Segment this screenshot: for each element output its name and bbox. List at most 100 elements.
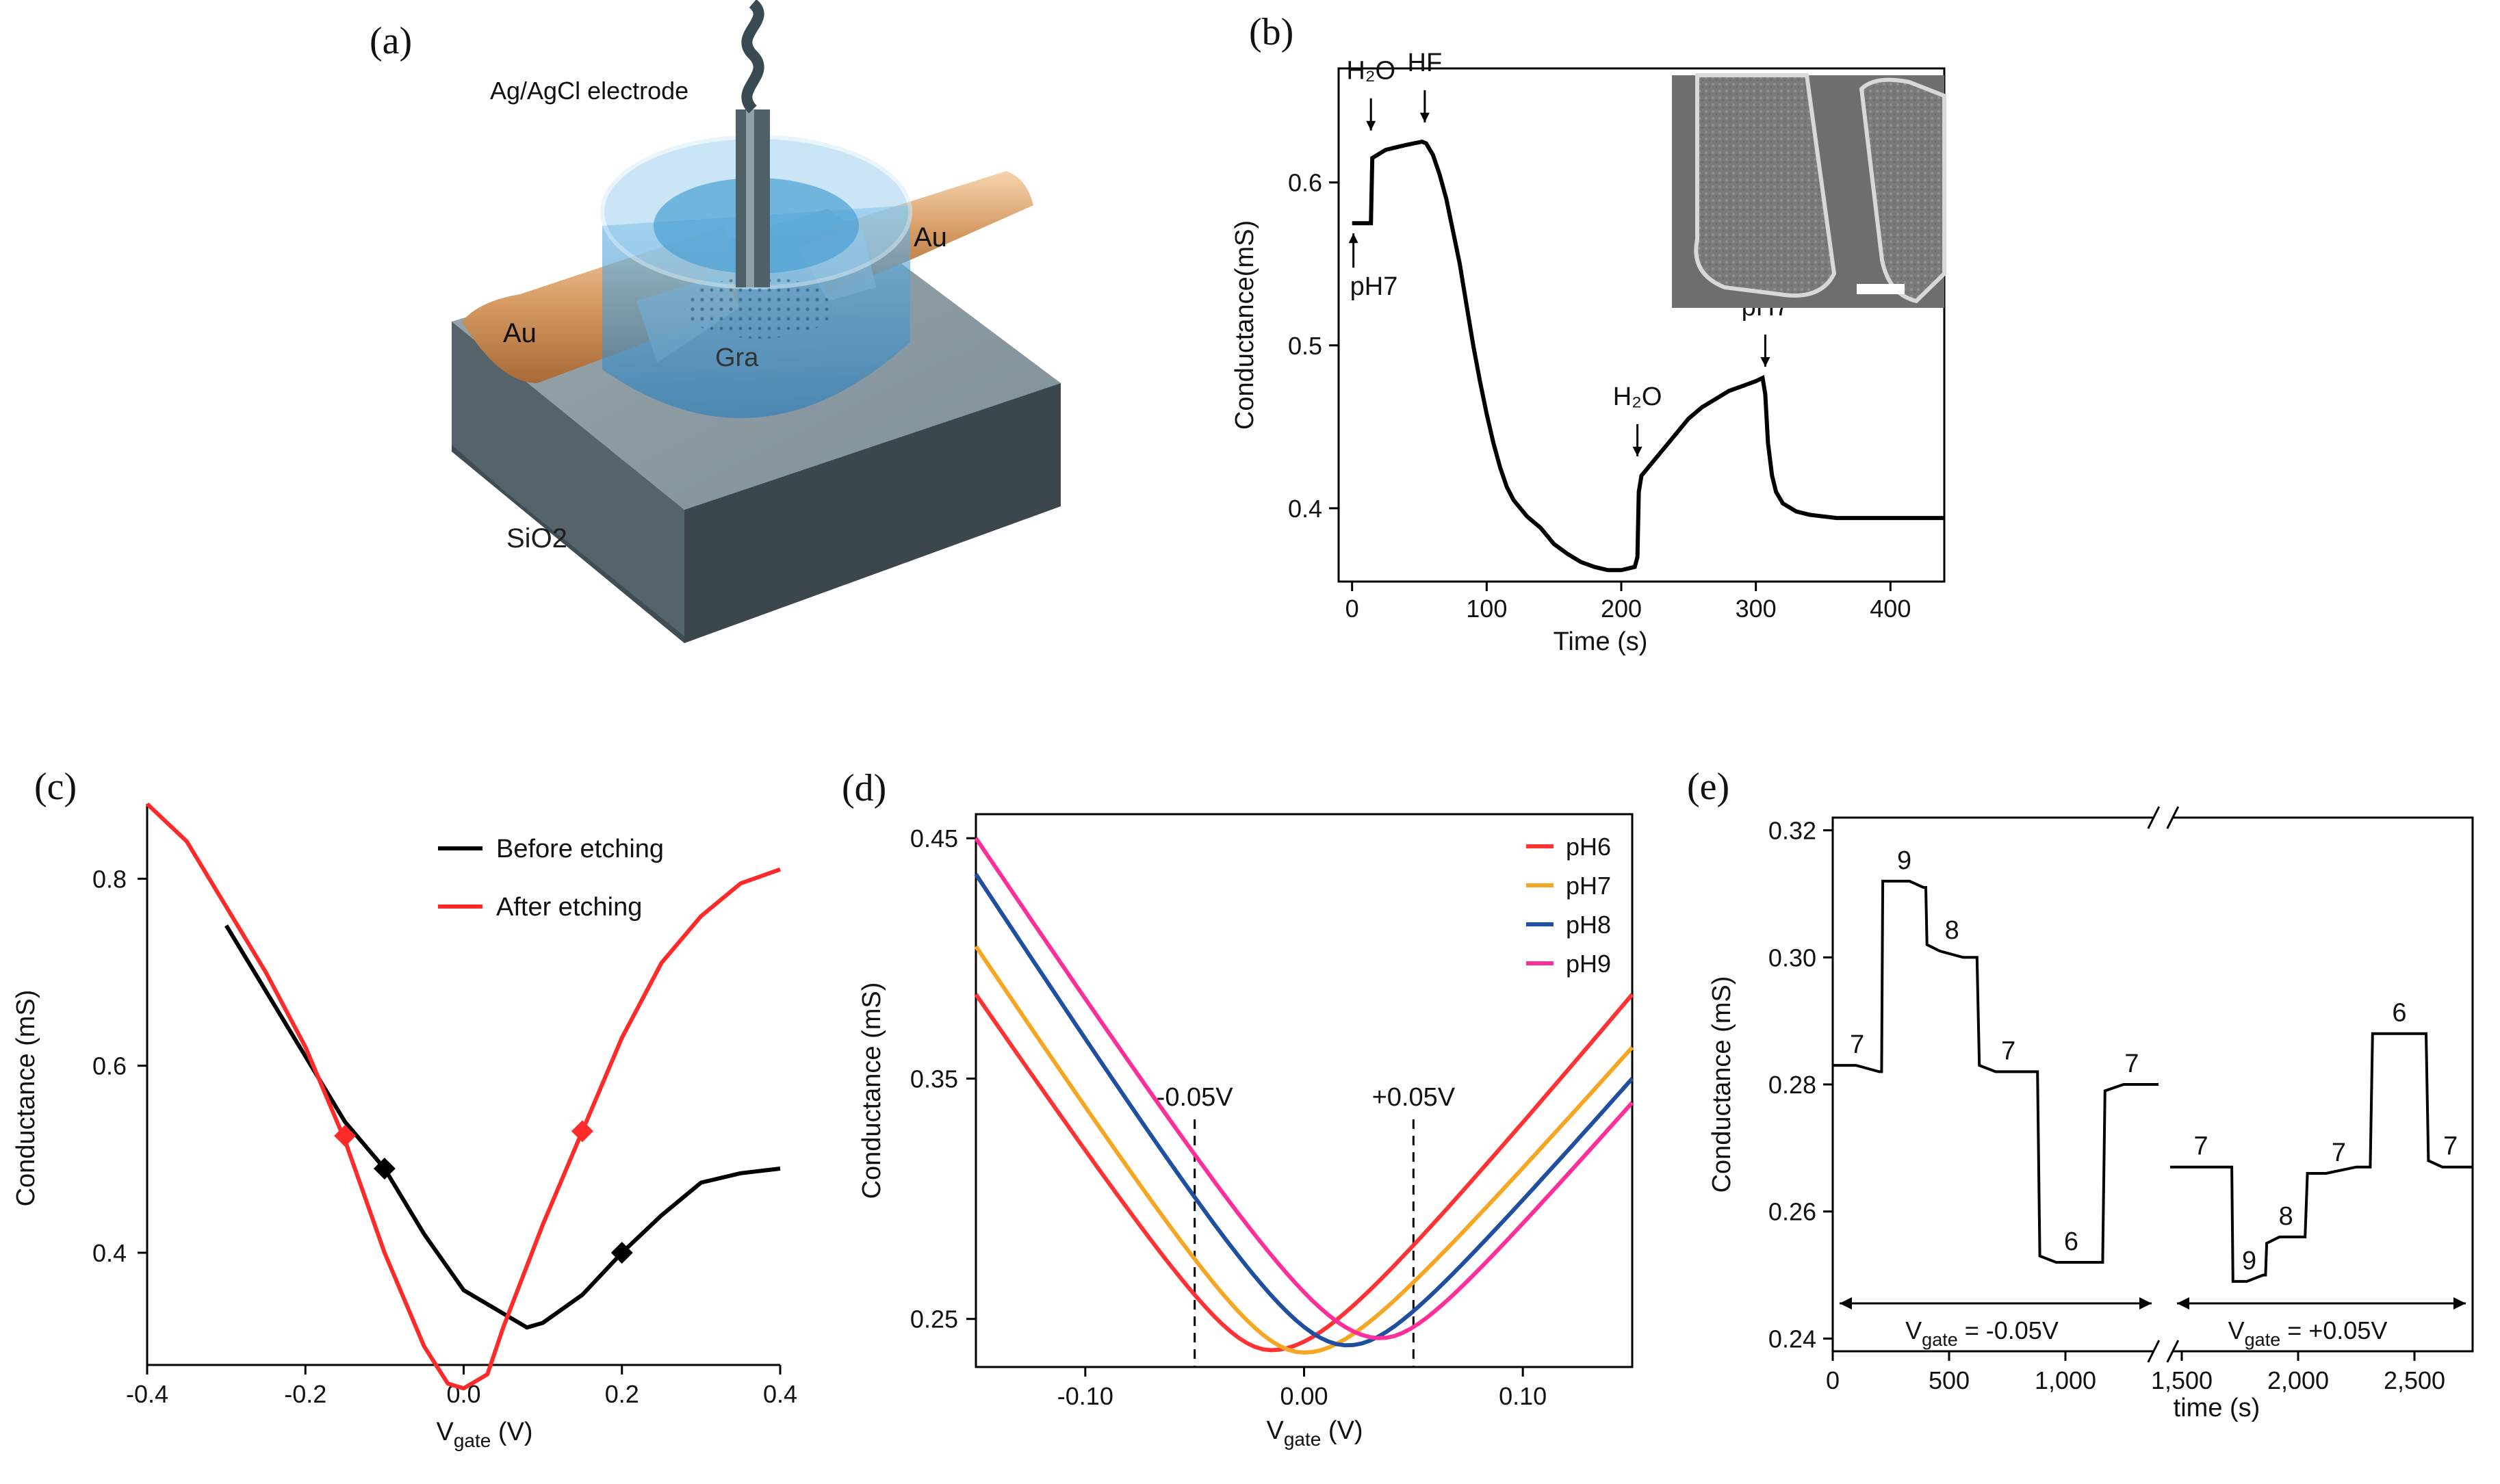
panel-a-label: (a) (370, 20, 412, 62)
panel-c-label: (c) (34, 766, 77, 808)
panel-b-label: (b) (1249, 11, 1293, 53)
y-tick-label: 0.24 (1768, 1325, 1816, 1353)
axis-break-mark (2147, 806, 2161, 829)
ph-step-label: 9 (2242, 1247, 2256, 1275)
panel-b-frame (1337, 67, 1946, 583)
annotation-arrowhead (1760, 356, 1770, 367)
x-tick-label: 2,000 (2267, 1366, 2329, 1394)
ph-step-label: 7 (2443, 1132, 2458, 1161)
agagcl-electrode-icon (736, 0, 770, 287)
y-axis-label: Conductance (mS) (1708, 976, 1736, 1193)
x-tick-label: 0 (1826, 1366, 1840, 1394)
x-tick-label: 2,500 (2384, 1366, 2445, 1394)
ph-step-label: 6 (2392, 999, 2406, 1028)
axis-break-mark (2166, 806, 2180, 829)
x-tick-label: 100 (1466, 595, 1507, 623)
y-tick-label: 0.35 (910, 1065, 958, 1093)
x-tick-label: 300 (1736, 595, 1777, 623)
x-tick-label: 0.2 (605, 1380, 639, 1408)
series-line (974, 873, 1634, 1348)
y-tick-label: 0.6 (92, 1052, 127, 1080)
series-line (224, 924, 781, 1330)
x-axis-label-sub: gate (1284, 1429, 1322, 1450)
annotation-label: H₂O (1613, 382, 1662, 411)
legend-label: pH6 (1566, 833, 1611, 861)
legend-label: pH7 (1566, 872, 1611, 900)
legend-label: Before etching (496, 835, 664, 863)
x-axis-label: Time (s) (1554, 627, 1648, 656)
annotation-arrowhead (1632, 446, 1642, 456)
annotation-arrowhead (1366, 120, 1376, 131)
y-tick-label: 0.4 (92, 1239, 127, 1267)
x-tick-label: -0.10 (1057, 1382, 1113, 1410)
x-axis-label-unit: (V) (1321, 1416, 1363, 1445)
ph-step-label: 7 (2124, 1050, 2139, 1078)
annotation-arrowhead (1419, 112, 1430, 122)
gate-voltage-label: +0.05V (1372, 1083, 1456, 1112)
diamond-marker (334, 1125, 357, 1147)
axis-break-mark (2147, 1340, 2161, 1363)
x-tick-label: 400 (1870, 595, 1911, 623)
vgate-arrowhead (1840, 1297, 1852, 1310)
annotation-label: pH7 (1350, 272, 1398, 301)
x-tick-label: -0.2 (284, 1380, 326, 1408)
x-axis-label: Vgate (V) (437, 1418, 533, 1451)
series-line (974, 945, 1634, 1355)
y-axis-label: Conductance(mS) (1230, 220, 1259, 430)
x-tick-label: 500 (1929, 1366, 1970, 1394)
series-line (2170, 1032, 2473, 1283)
ph-step-label: 6 (2064, 1227, 2078, 1256)
series-line (1352, 139, 1944, 573)
annotation-label: H₂O (1346, 57, 1395, 86)
diamond-marker (610, 1242, 633, 1264)
y-tick-label: 0.28 (1768, 1071, 1816, 1099)
frame-right (2172, 816, 2474, 1353)
y-tick-label: 0.30 (1768, 943, 1816, 972)
gra-label: Gra (715, 343, 759, 372)
x-axis-label-unit: (V) (491, 1418, 532, 1446)
frame-left (1831, 816, 2154, 1353)
diamond-marker (373, 1158, 396, 1180)
ph-step-label: 8 (2279, 1202, 2293, 1231)
sio2-label: SiO2 (506, 523, 567, 554)
gate-voltage-label: -0.05V (1157, 1083, 1234, 1112)
x-tick-label: 1,500 (2151, 1366, 2213, 1394)
x-tick-label: -0.4 (126, 1380, 168, 1408)
vgate-label-sub: gate (1922, 1329, 1958, 1350)
vgate-label-sub: gate (2245, 1329, 2281, 1350)
au-right-label: Au (914, 222, 947, 252)
electrode-label: Ag/AgCl electrode (490, 77, 688, 105)
series-line (145, 802, 782, 1391)
ph-step-label: 7 (2001, 1037, 2015, 1065)
ph-step-label: 8 (1945, 916, 1959, 945)
series-line (1833, 879, 2158, 1264)
x-tick-label: 0.4 (763, 1380, 797, 1408)
legend-label: pH9 (1566, 950, 1611, 978)
vgate-label: Vgate = -0.05V (1905, 1316, 2059, 1350)
panel-d-label: (d) (842, 767, 886, 809)
x-axis-label: time (s) (2174, 1394, 2260, 1422)
scale-bar (1857, 284, 1905, 294)
annotation-label: HF (1408, 49, 1443, 77)
au-left-label: Au (503, 318, 537, 348)
y-tick-label: 0.4 (1288, 495, 1322, 523)
legend-label: After etching (496, 893, 642, 922)
vgate-arrowhead (2139, 1297, 2152, 1310)
diamond-marker (571, 1120, 593, 1143)
annotation-arrowhead (1348, 233, 1358, 244)
x-tick-label: 1,000 (2035, 1366, 2096, 1394)
y-tick-label: 0.5 (1288, 332, 1322, 360)
y-axis-label: Conductance (mS) (12, 990, 40, 1207)
ph-step-label: 7 (2193, 1132, 2208, 1161)
x-axis-label: Vgate (V) (1267, 1416, 1363, 1450)
vgate-arrowhead (2177, 1297, 2189, 1310)
y-axis-label: Conductance (mS) (858, 982, 886, 1199)
ph-step-label: 7 (1850, 1030, 1864, 1059)
